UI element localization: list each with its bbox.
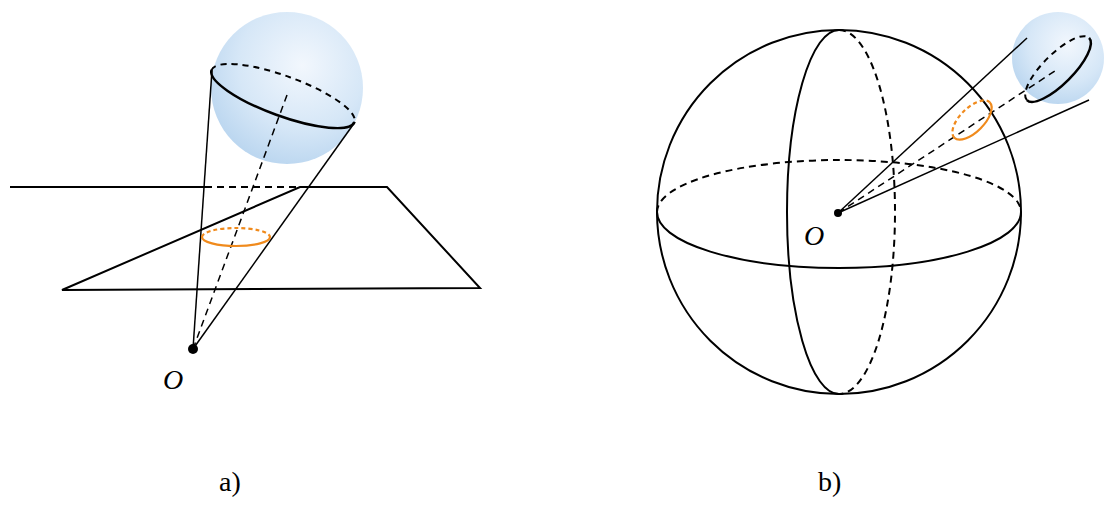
figure-b: [657, 12, 1104, 394]
point-o: [834, 209, 842, 217]
plane: [10, 187, 480, 290]
cone-line: [193, 122, 355, 349]
cone-axis: [838, 69, 1058, 213]
unit-sphere: [657, 30, 1021, 394]
section-ellipse: [946, 94, 998, 146]
tangent-circle: [1016, 27, 1099, 110]
section-ellipse: [202, 228, 270, 246]
equator-front: [657, 212, 1021, 268]
figure-label: a): [219, 468, 241, 496]
sphere: [211, 12, 363, 164]
cone-line: [193, 70, 212, 349]
point-o: [188, 344, 198, 354]
cone-line: [838, 100, 1089, 213]
cone-axis: [193, 95, 287, 349]
cone-line: [838, 38, 1027, 213]
meridian-front: [787, 30, 839, 394]
equator-back: [657, 160, 1021, 212]
point-label: O: [804, 222, 824, 250]
point-label: O: [163, 366, 183, 394]
figure-label: b): [818, 468, 841, 496]
tangent-circle: [205, 51, 362, 141]
meridian-back: [839, 30, 895, 394]
figure-a: [10, 12, 480, 354]
